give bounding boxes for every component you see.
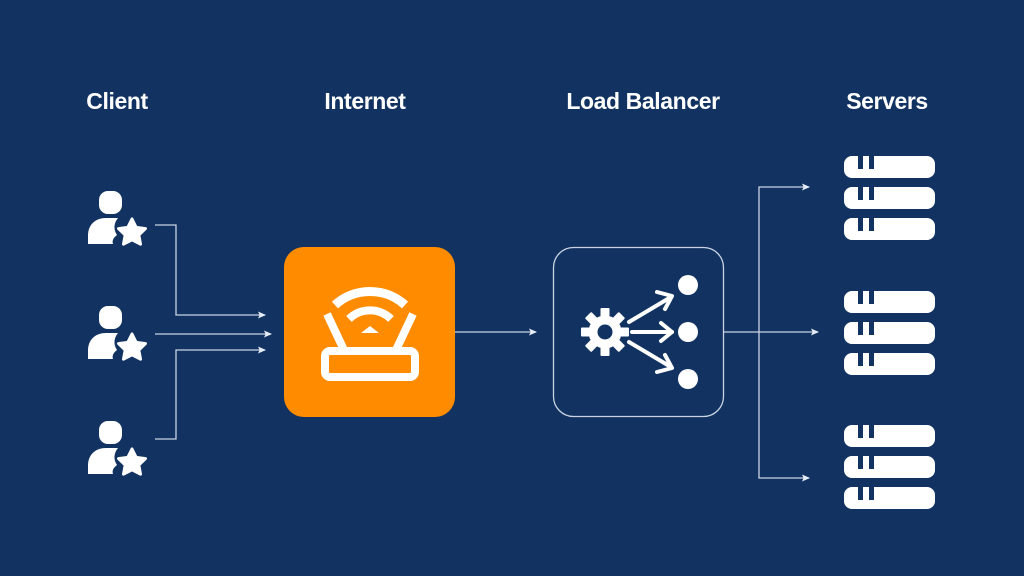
user-star-icon [86,419,147,476]
column-title-internet: Internet [324,88,406,114]
client-node [86,419,147,476]
wifi-router-icon [321,287,419,381]
distribute-arrows-icon [627,290,674,374]
server-connectors [724,183,819,482]
target-dot [678,322,698,342]
server-node [844,290,935,375]
server-rack-icon [844,424,935,509]
connector-client-3 [155,346,266,440]
server-rack-icon [844,155,935,240]
client-node [86,189,147,246]
gear-distribute-icon [581,275,698,389]
server-rack-icon [844,290,935,375]
load-balancer-box [552,246,725,418]
target-dot [678,275,698,295]
connector-client-1 [155,224,266,319]
column-title-load-balancer: Load Balancer [566,88,720,114]
server-node [844,424,935,509]
user-star-icon [86,189,147,246]
column-title-servers: Servers [846,88,928,114]
column-title-client: Client [86,88,148,114]
connector-server-1 [758,183,810,332]
target-dot [678,369,698,389]
client-node [86,304,147,361]
load-balancer-node [552,246,725,418]
gear-icon [581,308,629,356]
client-connectors [155,224,272,440]
server-node [844,155,935,240]
user-star-icon [86,304,147,361]
connector-server-3 [758,332,810,482]
internet-node [284,247,455,417]
